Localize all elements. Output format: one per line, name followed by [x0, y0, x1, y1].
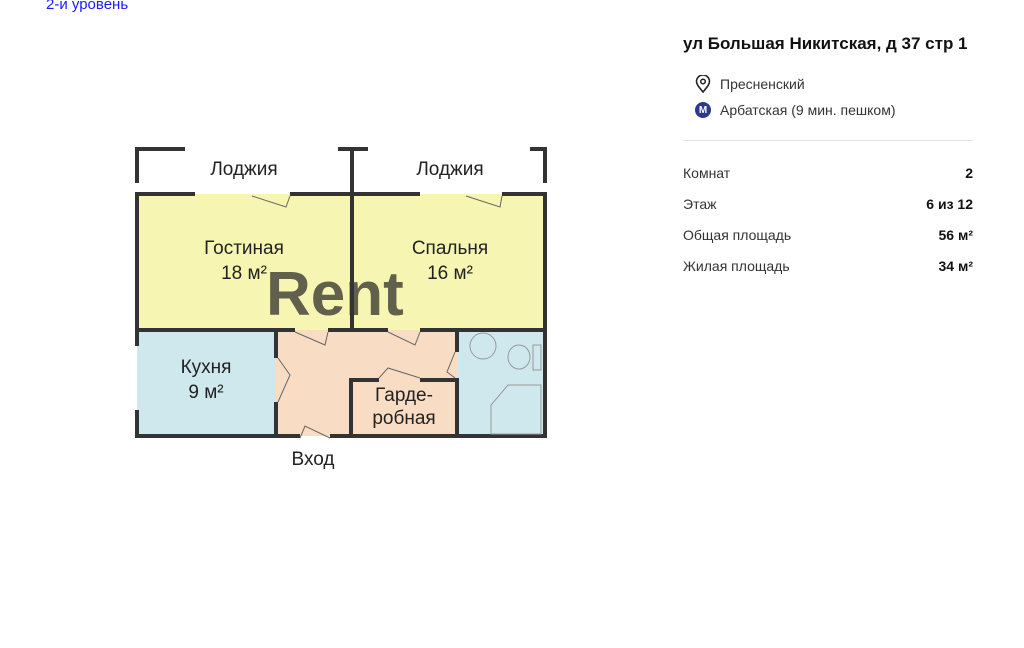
metro-icon: М	[695, 102, 711, 118]
listing-info: ул Большая Никитская, д 37 стр 1 Преснен…	[683, 32, 973, 289]
room-label: Лоджия	[416, 159, 483, 180]
room-label: Лоджия	[210, 159, 277, 180]
address: ул Большая Никитская, д 37 стр 1	[683, 34, 968, 53]
stat-value: 6 из 12	[926, 196, 973, 212]
divider	[683, 140, 973, 141]
metro-name: Арбатская (9 мин. пешком)	[720, 102, 896, 118]
level-link[interactable]: 2-и уровень	[46, 0, 129, 13]
metro-station[interactable]: М Арбатская (9 мин. пешком)	[683, 100, 973, 120]
entrance-label: Вход	[292, 449, 335, 470]
stat-row: Жилая площадь 34 м²	[683, 258, 973, 289]
room-area: 18 м²	[221, 263, 267, 284]
bathroom-fixtures	[469, 332, 542, 435]
stat-row: Общая площадь 56 м²	[683, 227, 973, 258]
stat-label: Этаж	[683, 196, 717, 212]
stat-label: Жилая площадь	[683, 258, 790, 274]
stat-row: Комнат 2	[683, 165, 973, 196]
district: Пресненский	[683, 74, 973, 94]
room-label: Спальня	[412, 238, 488, 259]
room-label: Гарде-	[375, 385, 433, 406]
room-area: 16 м²	[427, 263, 473, 284]
stat-label: Общая площадь	[683, 227, 792, 243]
room-bathroom	[457, 330, 545, 436]
district-name: Пресненский	[720, 76, 805, 92]
room-bedroom	[352, 194, 545, 330]
stat-label: Комнат	[683, 165, 731, 181]
watermark: Rent	[266, 260, 404, 329]
room-kitchen	[137, 330, 276, 436]
floor-plan: Rent Лоджия Лоджия Гостиная 18 м² Спальн…	[135, 147, 547, 470]
walls	[135, 147, 547, 438]
room-label: Кухня	[181, 357, 232, 378]
stat-row: Этаж 6 из 12	[683, 196, 973, 227]
doors	[251, 195, 503, 439]
room-area: 9 м²	[188, 382, 223, 403]
room-label: Гостиная	[204, 238, 284, 259]
stat-value: 56 м²	[938, 227, 973, 243]
room-living	[137, 194, 352, 330]
location-pin-icon	[694, 75, 712, 93]
room-label: робная	[372, 408, 435, 429]
stat-value: 2	[965, 165, 973, 181]
room-hall	[276, 330, 457, 436]
stat-value: 34 м²	[938, 258, 973, 274]
